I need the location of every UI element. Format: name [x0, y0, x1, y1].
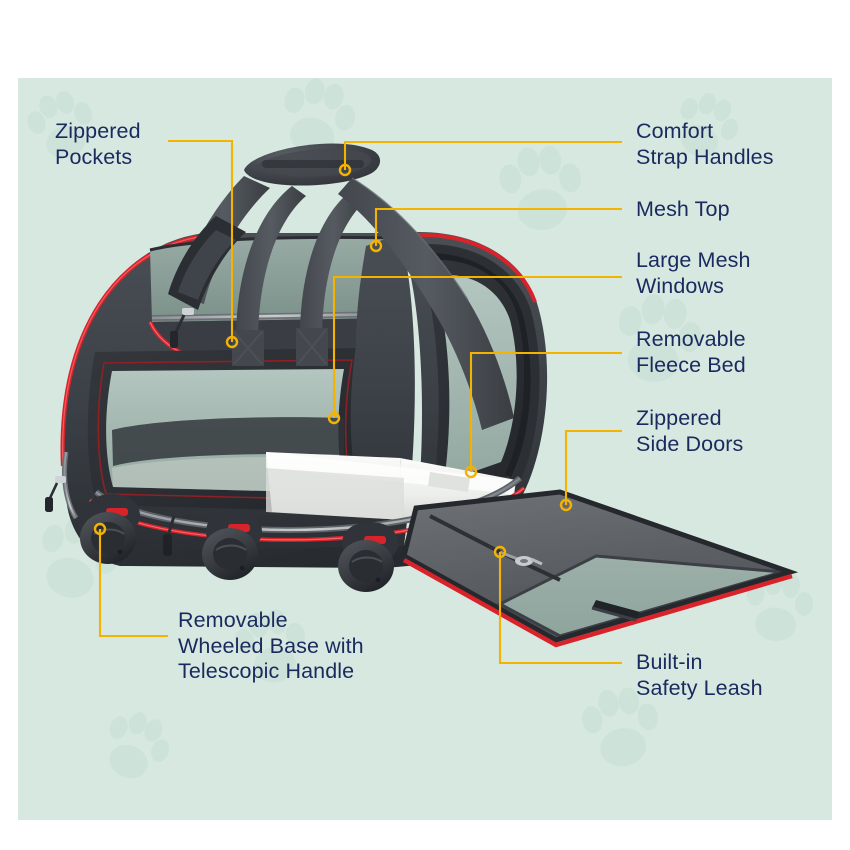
- strap-anchor-right: [296, 328, 328, 366]
- callout-leader-removable-wheeled-base: [93, 522, 168, 638]
- callout-label-comfort-strap-handles: Comfort Strap Handles: [636, 119, 774, 169]
- callout-leader-mesh-top: [369, 207, 622, 253]
- callout-leader-built-in-safety-leash: [493, 545, 622, 665]
- callout-leader-zippered-pockets: [168, 139, 239, 349]
- wheel-3: [338, 522, 398, 592]
- callout-marker-built-in-safety-leash: [493, 545, 507, 559]
- safety-leash-clip: [499, 550, 543, 566]
- callout-leader-zippered-side-doors: [559, 429, 622, 512]
- callout-marker-zippered-side-doors: [559, 498, 573, 512]
- callout-leader-removable-fleece-bed: [464, 351, 622, 479]
- callout-marker-comfort-strap-handles: [338, 163, 352, 177]
- base-zipper-pull: [163, 515, 176, 556]
- callout-leader-large-mesh-windows: [327, 275, 622, 425]
- callout-marker-mesh-top: [369, 239, 383, 253]
- side-door-zipper-pull: [45, 476, 66, 512]
- callout-marker-removable-fleece-bed: [464, 465, 478, 479]
- callout-label-removable-wheeled-base: Removable Wheeled Base with Telescopic H…: [178, 608, 364, 683]
- callout-label-large-mesh-windows: Large Mesh Windows: [636, 248, 751, 298]
- wheel-2: [202, 510, 262, 580]
- callout-marker-removable-wheeled-base: [93, 522, 107, 536]
- pocket-zipper-pull: [170, 308, 194, 348]
- callout-leader-comfort-strap-handles: [338, 140, 622, 177]
- callout-label-built-in-safety-leash: Built-in Safety Leash: [636, 650, 763, 700]
- callout-label-mesh-top: Mesh Top: [636, 197, 730, 221]
- callout-label-removable-fleece-bed: Removable Fleece Bed: [636, 327, 746, 377]
- callout-marker-large-mesh-windows: [327, 411, 341, 425]
- callout-label-zippered-side-doors: Zippered Side Doors: [636, 406, 744, 456]
- strap-anchor-left: [232, 330, 264, 366]
- shoulder-pad: [168, 216, 246, 310]
- callout-label-zippered-pockets: Zippered Pockets: [55, 119, 141, 169]
- callout-marker-zippered-pockets: [225, 335, 239, 349]
